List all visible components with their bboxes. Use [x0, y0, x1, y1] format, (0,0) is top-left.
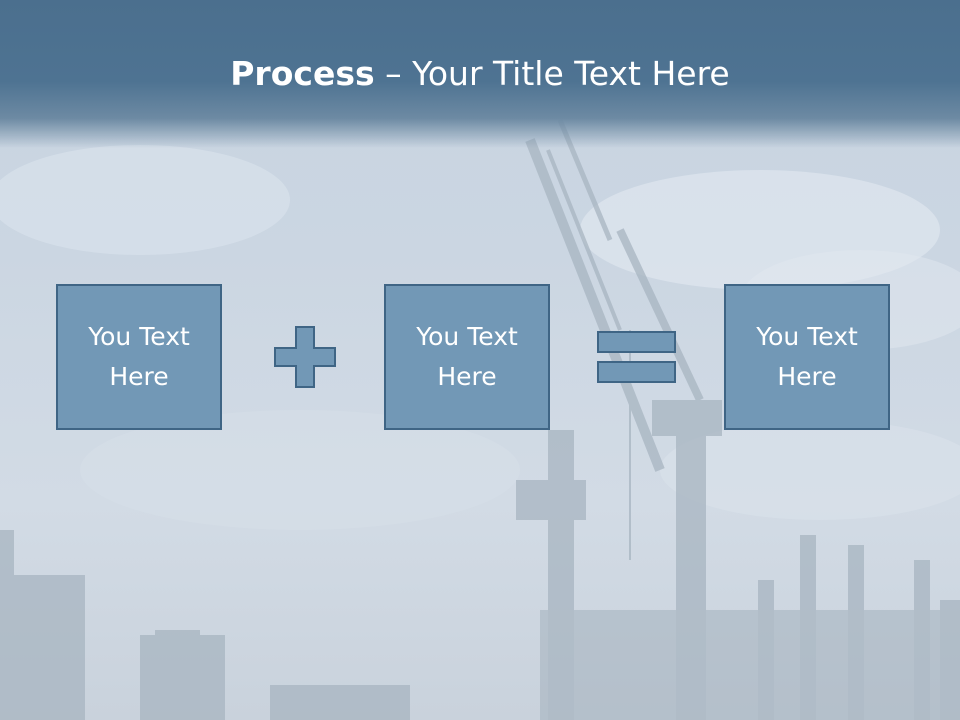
process-box-2[interactable]: You Text Here — [384, 284, 550, 430]
process-box-2-text: You Text Here — [416, 322, 518, 391]
plus-icon — [274, 326, 336, 388]
process-box-3-text: You Text Here — [756, 322, 858, 391]
slide-title: Process – Your Title Text Here — [0, 52, 960, 96]
title-bar — [0, 0, 960, 148]
equals-icon — [597, 331, 676, 383]
title-bold: Process — [230, 54, 375, 93]
process-box-1-text: You Text Here — [88, 322, 190, 391]
process-box-1[interactable]: You Text Here — [56, 284, 222, 430]
process-box-3[interactable]: You Text Here — [724, 284, 890, 430]
title-rest: – Your Title Text Here — [374, 54, 730, 93]
